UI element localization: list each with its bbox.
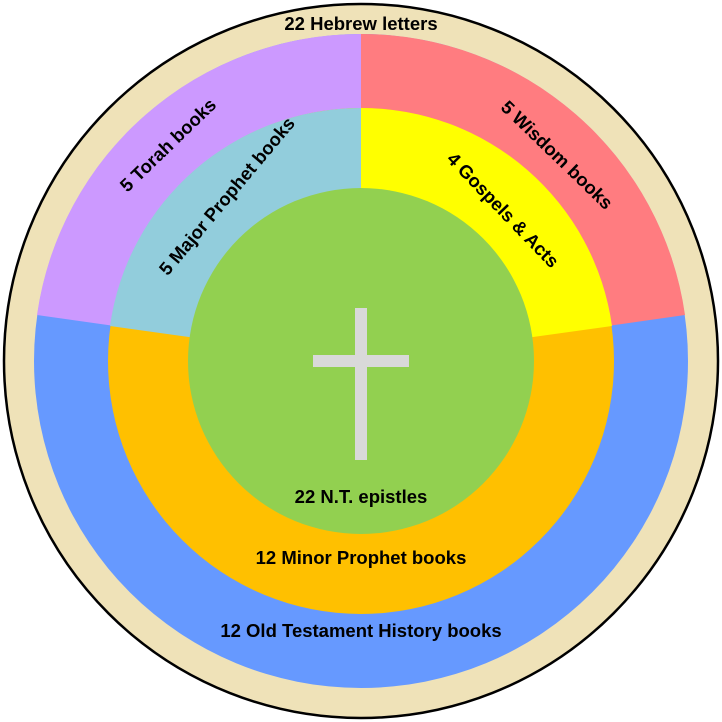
- history-label: 12 Old Testament History books: [220, 620, 501, 641]
- minor-prophets-label: 12 Minor Prophet books: [256, 547, 467, 568]
- epistles-label: 22 N.T. epistles: [295, 486, 428, 507]
- hebrew-letters-label: 22 Hebrew letters: [284, 13, 437, 34]
- cross-icon: [313, 308, 409, 460]
